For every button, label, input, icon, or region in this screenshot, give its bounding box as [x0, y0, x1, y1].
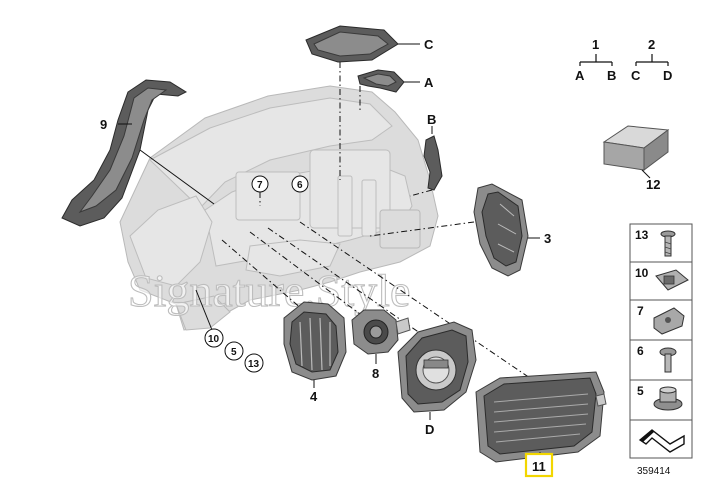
part-8-actuator	[351, 309, 411, 355]
fastener-legend: 13 10 7 6 5	[629, 223, 693, 459]
leader-10-5-13	[195, 289, 213, 331]
tree-parent-1: 1	[592, 37, 599, 52]
callout-5: 5	[231, 347, 237, 358]
circle-6	[291, 175, 309, 193]
highlight-box-11	[524, 452, 554, 478]
callout-3: 3	[544, 231, 551, 246]
dash-8	[249, 231, 369, 321]
part-d-plate	[397, 321, 477, 413]
dash-4	[221, 239, 311, 317]
screw-icon	[660, 230, 676, 257]
tree-child-b: B	[607, 68, 616, 83]
callout-b: B	[427, 112, 436, 127]
legend-label-6: 6	[637, 344, 644, 358]
callout-c: C	[424, 37, 434, 52]
watermark: Signature.Style	[128, 265, 410, 316]
callout-8: 8	[372, 366, 379, 381]
callout-6: 6	[297, 180, 303, 191]
leader-9-housing	[139, 149, 215, 205]
part-3-module	[473, 183, 529, 277]
tree-parent-2: 2	[648, 37, 655, 52]
dash-3	[369, 221, 475, 237]
dash-b	[409, 189, 433, 197]
part-9-bracket	[61, 79, 188, 227]
drawing-symbol-icon	[638, 429, 685, 453]
bolt-icon	[659, 347, 677, 373]
callout-11: 11	[532, 459, 546, 474]
part-bracket-a	[357, 69, 405, 93]
callout-12: 12	[646, 177, 660, 192]
grommet-icon	[653, 386, 683, 411]
spring-nut-icon	[653, 307, 685, 335]
callout-13: 13	[248, 359, 260, 370]
part-12-kit-box	[602, 125, 670, 171]
callout-9: 9	[100, 117, 107, 132]
clip-plate-icon	[655, 269, 689, 291]
part-cover-c	[305, 25, 399, 63]
callout-7: 7	[257, 180, 263, 191]
legend-label-13: 13	[635, 228, 649, 242]
part-11-control-module	[475, 371, 607, 463]
callout-4: 4	[310, 389, 318, 404]
legend-frame	[629, 223, 693, 459]
circle-10	[204, 328, 224, 348]
dash-11	[299, 221, 531, 379]
callout-a: A	[424, 75, 434, 90]
part-4-heatsink	[283, 301, 347, 381]
leader-12	[641, 169, 651, 179]
tree-child-c: C	[631, 68, 641, 83]
tree-child-d: D	[663, 68, 672, 83]
legend-label-7: 7	[637, 304, 644, 318]
drawing-number: 359414	[637, 466, 671, 477]
part-bracket-b	[423, 135, 443, 191]
legend-label-5: 5	[637, 384, 644, 398]
tree-child-a: A	[575, 68, 585, 83]
callout-10: 10	[208, 334, 220, 345]
circle-13	[244, 353, 264, 373]
assembly-tree: 1 A B 2 C D	[575, 37, 672, 83]
circle-5	[224, 341, 244, 361]
callout-d: D	[425, 422, 434, 437]
legend-label-10: 10	[635, 266, 649, 280]
